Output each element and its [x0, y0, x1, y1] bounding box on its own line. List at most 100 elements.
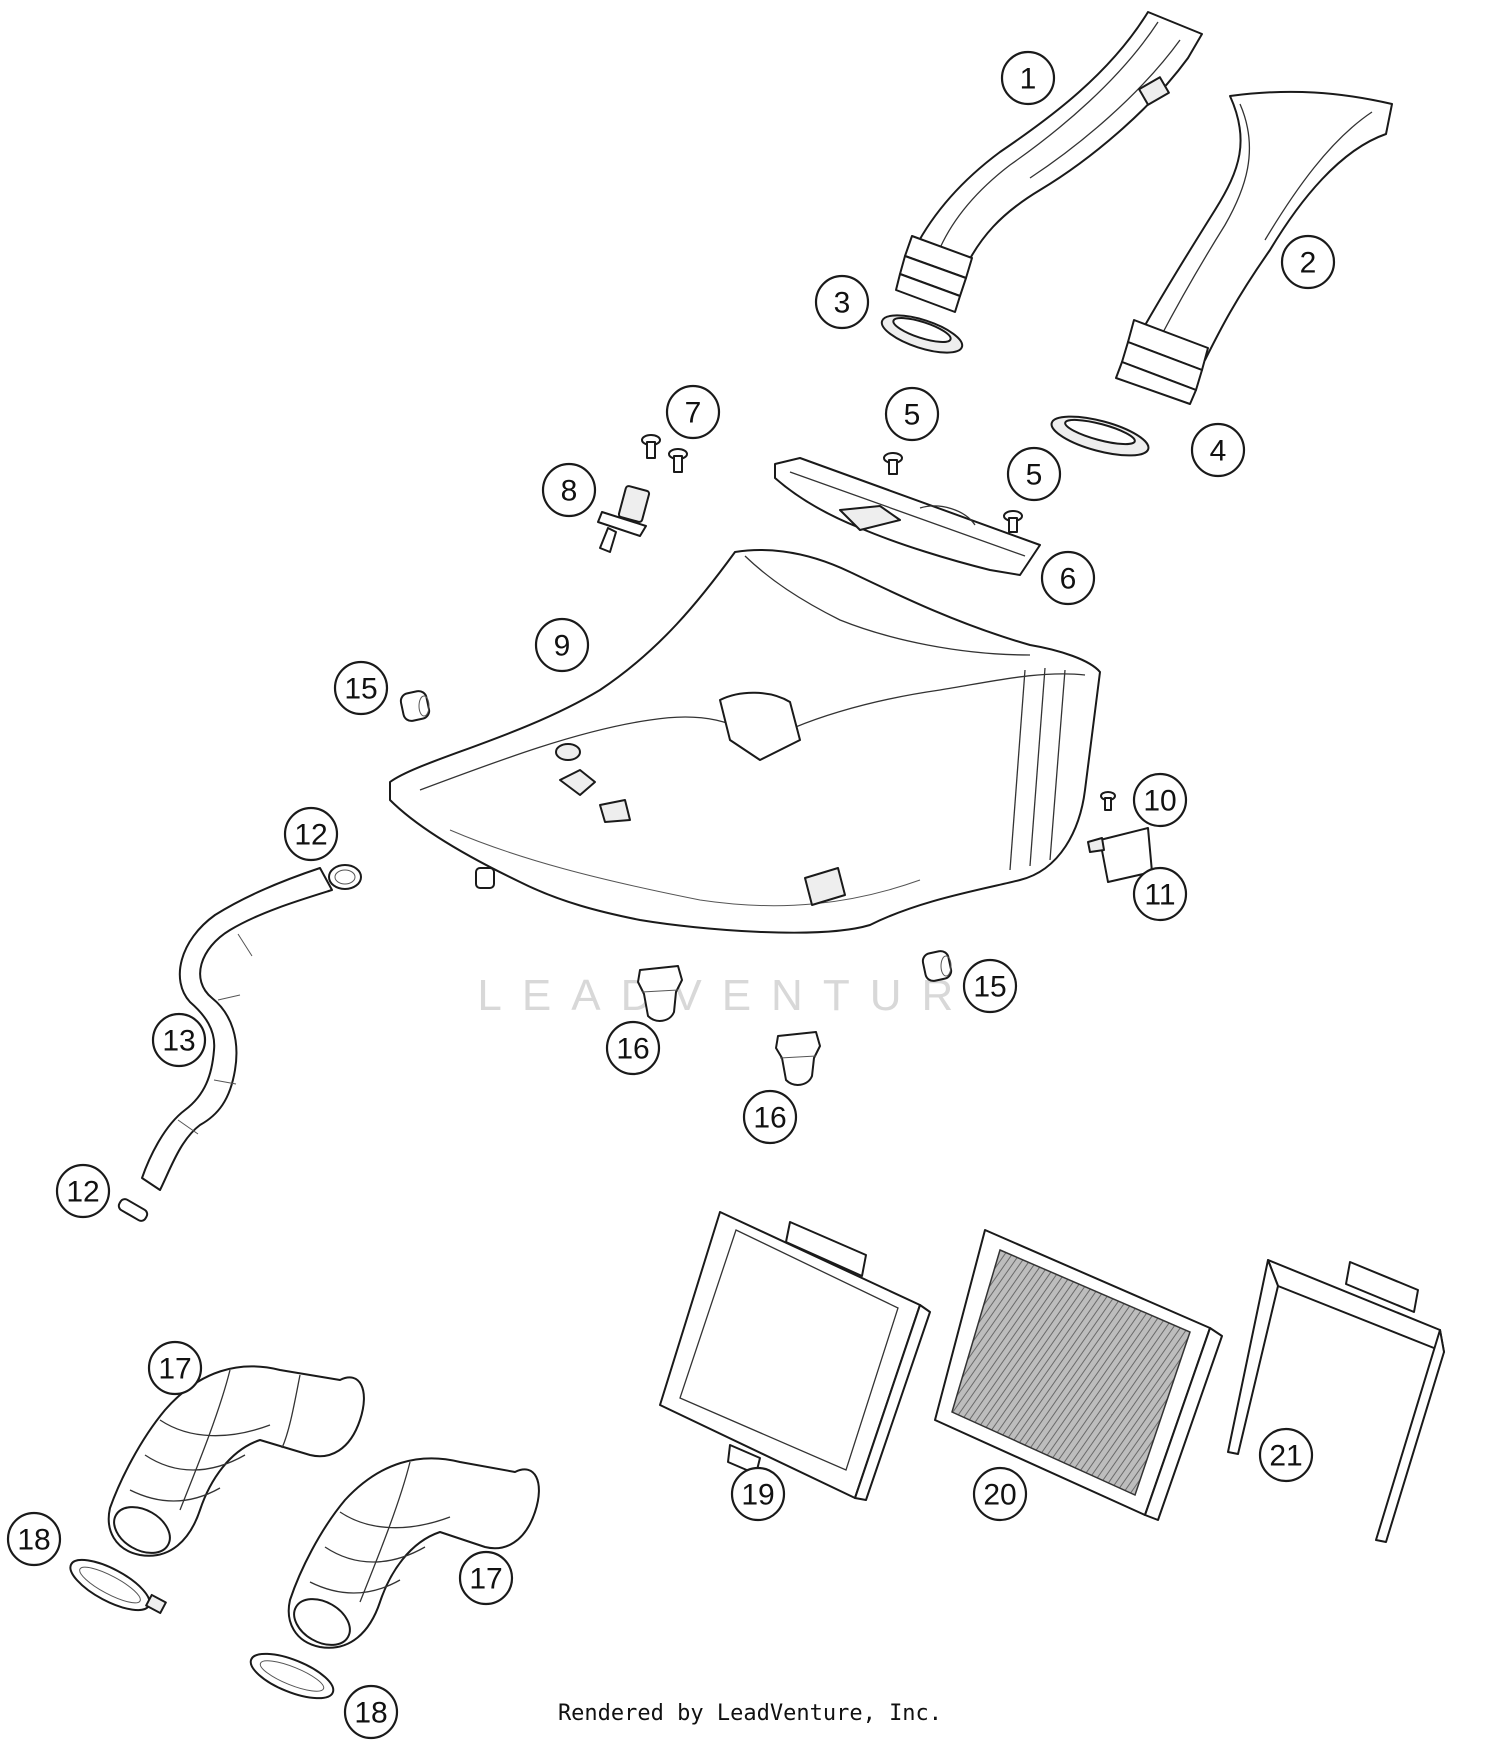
callout-circle: [1040, 550, 1096, 606]
callout-c15a: 15: [333, 660, 389, 716]
callout-c4: 4: [1190, 422, 1246, 478]
callout-circle: [283, 806, 339, 862]
callout-circle: [972, 1466, 1028, 1522]
callout-circle: [6, 1511, 62, 1567]
callout-label: 5: [904, 399, 921, 432]
callout-label: 18: [17, 1524, 50, 1557]
callout-circle: [605, 1020, 661, 1076]
part-4-gasket: [1050, 415, 1150, 457]
callout-circle: [343, 1684, 399, 1740]
callout-label: 17: [469, 1563, 502, 1596]
callout-c17a: 17: [147, 1340, 203, 1396]
callout-label: 16: [616, 1033, 649, 1066]
callout-c16b: 16: [742, 1089, 798, 1145]
callout-c12b: 12: [55, 1163, 111, 1219]
part-20-air-filter: [934, 1229, 1223, 1521]
callout-c11: 11: [1132, 866, 1188, 922]
callout-label: 10: [1143, 785, 1176, 818]
callout-circle: [534, 617, 590, 673]
callout-label: 12: [294, 819, 327, 852]
part-2-intake-snorkel: [1115, 90, 1393, 405]
callout-label: 11: [1144, 879, 1175, 912]
part-15-bushing: [399, 690, 431, 722]
part-19-filter-frame: [659, 1211, 931, 1501]
part-11-bracket: [1087, 827, 1153, 883]
part-5-screw: [883, 452, 903, 475]
part-13-breather-hose: [141, 867, 333, 1191]
part-10-screw: [1100, 791, 1116, 811]
credit-line: Rendered by LeadVenture, Inc.: [558, 1701, 942, 1726]
part-3-gasket: [880, 314, 964, 354]
callout-c18b: 18: [343, 1684, 399, 1740]
part-1-intake-snorkel: [895, 11, 1203, 313]
callout-circle: [742, 1089, 798, 1145]
callout-c2: 2: [1280, 234, 1336, 290]
callout-label: 16: [753, 1102, 786, 1135]
callout-label: 2: [1300, 247, 1317, 280]
callout-circle: [1258, 1427, 1314, 1483]
callout-label: 5: [1026, 459, 1043, 492]
callout-label: 18: [354, 1697, 387, 1730]
part-16-grommet-2: [775, 1031, 821, 1086]
callout-circle: [458, 1550, 514, 1606]
callout-c1: 1: [1000, 50, 1056, 106]
callout-label: 13: [162, 1025, 195, 1058]
callout-circle: [151, 1012, 207, 1068]
callout-circle: [814, 274, 870, 330]
callout-circle: [730, 1466, 786, 1522]
callout-circle: [1006, 446, 1062, 502]
callout-label: 20: [983, 1479, 1016, 1512]
callout-label: 6: [1060, 563, 1077, 596]
part-7-screw-2: [668, 448, 688, 473]
callout-circle: [884, 386, 940, 442]
callout-circle: [1190, 422, 1246, 478]
part-5-screw-2: [1003, 510, 1023, 533]
callout-circle: [1132, 772, 1188, 828]
part-7-screw: [641, 434, 661, 459]
callout-circle: [147, 1340, 203, 1396]
callout-label: 17: [158, 1353, 191, 1386]
callout-c12a: 12: [283, 806, 339, 862]
part-16-grommet: [637, 965, 683, 1022]
callout-label: 12: [66, 1176, 99, 1209]
callout-circle: [55, 1163, 111, 1219]
callout-circle: [1132, 866, 1188, 922]
callout-c17b: 17: [458, 1550, 514, 1606]
callout-c13: 13: [151, 1012, 207, 1068]
callout-c5a: 5: [884, 386, 940, 442]
callout-c19: 19: [730, 1466, 786, 1522]
part-12-clamp: [328, 864, 362, 890]
callout-c6: 6: [1040, 550, 1096, 606]
part-17-intake-boot-2: [287, 1457, 540, 1649]
callout-c18a: 18: [6, 1511, 62, 1567]
callout-c9: 9: [534, 617, 590, 673]
part-18-hose-clamp: [69, 1558, 167, 1615]
callout-circle: [962, 958, 1018, 1014]
callout-label: 7: [685, 397, 702, 430]
part-9-airbox-housing: [389, 549, 1101, 934]
callout-circle: [1280, 234, 1336, 290]
callout-c3: 3: [814, 274, 870, 330]
callout-c7: 7: [665, 384, 721, 440]
part-17-intake-boot: [107, 1365, 365, 1557]
callout-label: 1: [1020, 63, 1037, 96]
callout-circle: [665, 384, 721, 440]
callout-c8: 8: [541, 462, 597, 518]
watermark: LEADVENTURE: [477, 971, 1022, 1020]
callout-circle: [333, 660, 389, 716]
callout-circle: [1000, 50, 1056, 106]
callout-circle: [541, 462, 597, 518]
callout-c15b: 15: [962, 958, 1018, 1014]
callout-c16a: 16: [605, 1020, 661, 1076]
callout-label: 4: [1210, 435, 1227, 468]
callout-label: 15: [344, 673, 377, 706]
callout-label: 3: [834, 287, 851, 320]
callout-label: 21: [1269, 1440, 1302, 1473]
callout-label: 19: [741, 1479, 774, 1512]
part-6-cover-plate: [774, 457, 1041, 576]
part-12-clamp-2: [117, 1198, 149, 1222]
callout-label: 8: [561, 475, 578, 508]
part-18-hose-clamp-2: [249, 1652, 335, 1700]
